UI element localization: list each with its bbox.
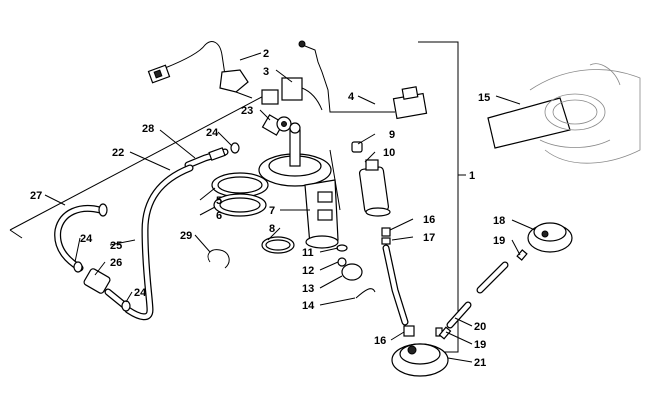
label-10: 10 [383,147,395,159]
wire-connector [261,40,428,120]
label-14: 14 [302,300,315,312]
label-26: 26 [110,257,122,269]
label-9: 9 [389,129,395,141]
label-19a: 19 [493,235,505,247]
fuel-pump-module [258,122,341,249]
label-19b: 19 [474,339,486,351]
leader-lines [44,52,536,363]
label-21: 21 [474,357,486,369]
label-22: 22 [112,147,124,159]
gasket-rings [211,172,269,217]
label-15: 15 [478,92,490,104]
vent-hose-assembly [438,222,573,340]
snowmobile-sketch [487,63,641,164]
hose-clamp [230,142,240,154]
fuel-pump [351,141,391,217]
wiring-harness [147,41,253,99]
label-3: 3 [263,66,269,78]
label-18: 18 [493,215,505,227]
label-5: 5 [216,195,222,207]
label-4: 4 [348,91,355,103]
label-29: 29 [180,230,192,242]
label-7: 7 [269,205,275,217]
fuel-filter-assembly [54,203,131,312]
tank-cap-21 [391,327,449,377]
label-16a: 16 [423,214,435,226]
label-24b: 24 [80,233,93,245]
small-parts [336,244,376,299]
elbow-fitting [261,114,292,136]
label-8: 8 [269,223,275,235]
reference-line-22 [9,89,276,239]
label-27: 27 [30,190,42,202]
assembly-bracket [418,41,466,353]
label-2: 2 [263,48,269,60]
label-28: 28 [142,123,154,135]
label-24a: 24 [206,127,219,139]
part-labels: 1 2 3 4 5 6 7 8 9 10 11 12 13 14 15 16 1… [30,48,505,369]
label-23: 23 [241,105,253,117]
label-20: 20 [474,321,486,333]
label-17: 17 [423,232,435,244]
label-24c: 24 [134,287,147,299]
label-25: 25 [110,240,122,252]
label-11: 11 [302,247,314,259]
fuel-hose-25 [124,164,194,321]
label-16b: 16 [374,335,386,347]
label-12: 12 [302,265,314,277]
label-13: 13 [302,283,314,295]
label-6: 6 [216,210,222,222]
label-1: 1 [469,170,475,182]
fuel-hose-28 [184,147,229,169]
clamp-rings [207,236,295,269]
pump-hose [381,227,415,337]
